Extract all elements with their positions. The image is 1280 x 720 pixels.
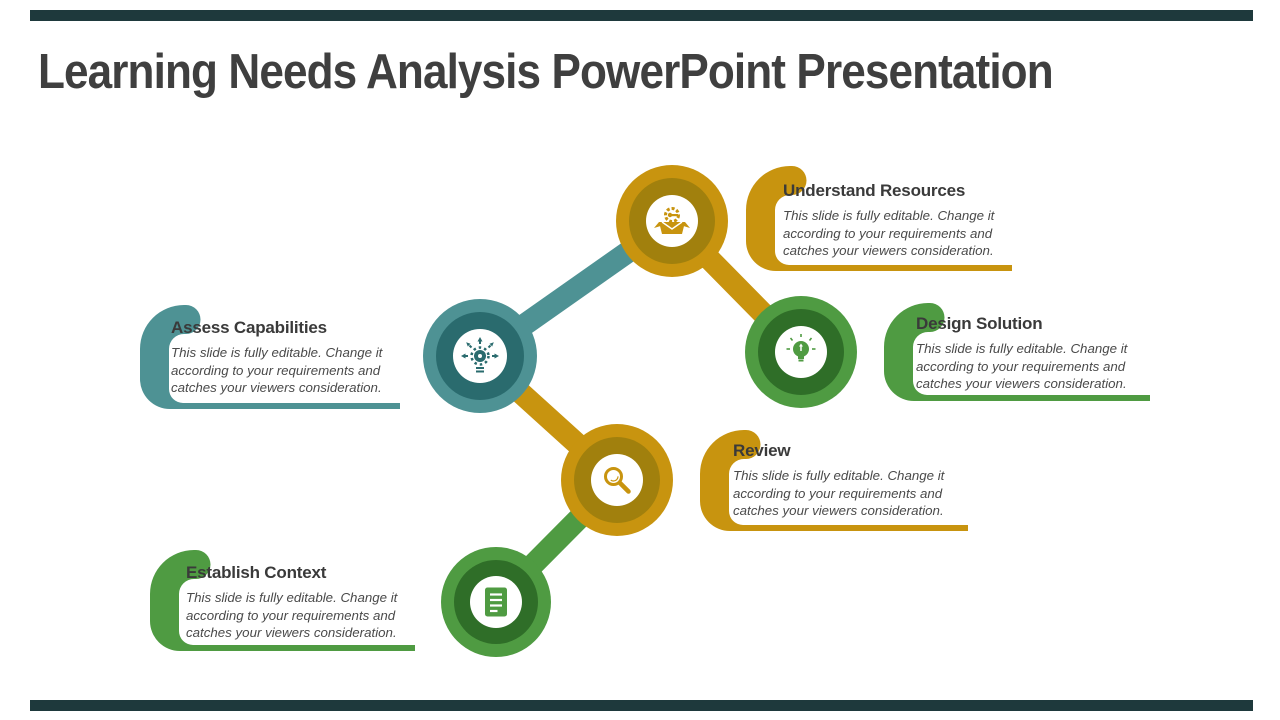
node-circle-assess-capabilities xyxy=(423,299,537,413)
node-card-review: Review This slide is fully editable. Cha… xyxy=(733,441,968,520)
magnifier-icon xyxy=(604,467,631,494)
node-description: This slide is fully editable. Change it … xyxy=(916,341,1128,392)
tab-review xyxy=(700,430,968,531)
tab-establish-context xyxy=(150,550,415,651)
open-box-gear-icon xyxy=(654,207,690,234)
tab-understand-resources xyxy=(746,166,1012,271)
node-title: Establish Context xyxy=(186,563,327,582)
node-title: Assess Capabilities xyxy=(171,318,327,337)
top-accent-bar xyxy=(30,10,1253,21)
bottom-accent-bar xyxy=(30,700,1253,711)
node-title: Review xyxy=(733,441,791,460)
text-tabs xyxy=(140,166,1150,651)
node-card-assess-capabilities: Assess Capabilities This slide is fully … xyxy=(171,318,401,397)
document-icon xyxy=(485,587,507,617)
node-card-design-solution: Design Solution This slide is fully edit… xyxy=(916,314,1151,393)
node-title: Design Solution xyxy=(916,314,1043,333)
node-description: This slide is fully editable. Change it … xyxy=(186,590,398,641)
node-description: This slide is fully editable. Change it … xyxy=(783,208,995,259)
node-description: This slide is fully editable. Change it … xyxy=(733,468,945,519)
node-card-establish-context: Establish Context This slide is fully ed… xyxy=(186,563,416,642)
node-circle-review xyxy=(561,424,673,536)
tab-assess-capabilities xyxy=(140,305,400,409)
node-description: This slide is fully editable. Change it … xyxy=(171,345,383,396)
node-circle-design-solution xyxy=(745,296,857,408)
tab-design-solution xyxy=(884,303,1150,401)
slide-title: Learning Needs Analysis PowerPoint Prese… xyxy=(38,45,1054,99)
node-circle-understand-resources xyxy=(616,165,728,277)
node-title: Understand Resources xyxy=(783,181,966,200)
gear-arrows-icon xyxy=(461,337,499,373)
node-circle-establish-context xyxy=(441,547,551,657)
node-card-understand-resources: Understand Resources This slide is fully… xyxy=(783,181,1015,260)
connectors xyxy=(469,210,812,613)
lightbulb-icon xyxy=(786,334,816,362)
